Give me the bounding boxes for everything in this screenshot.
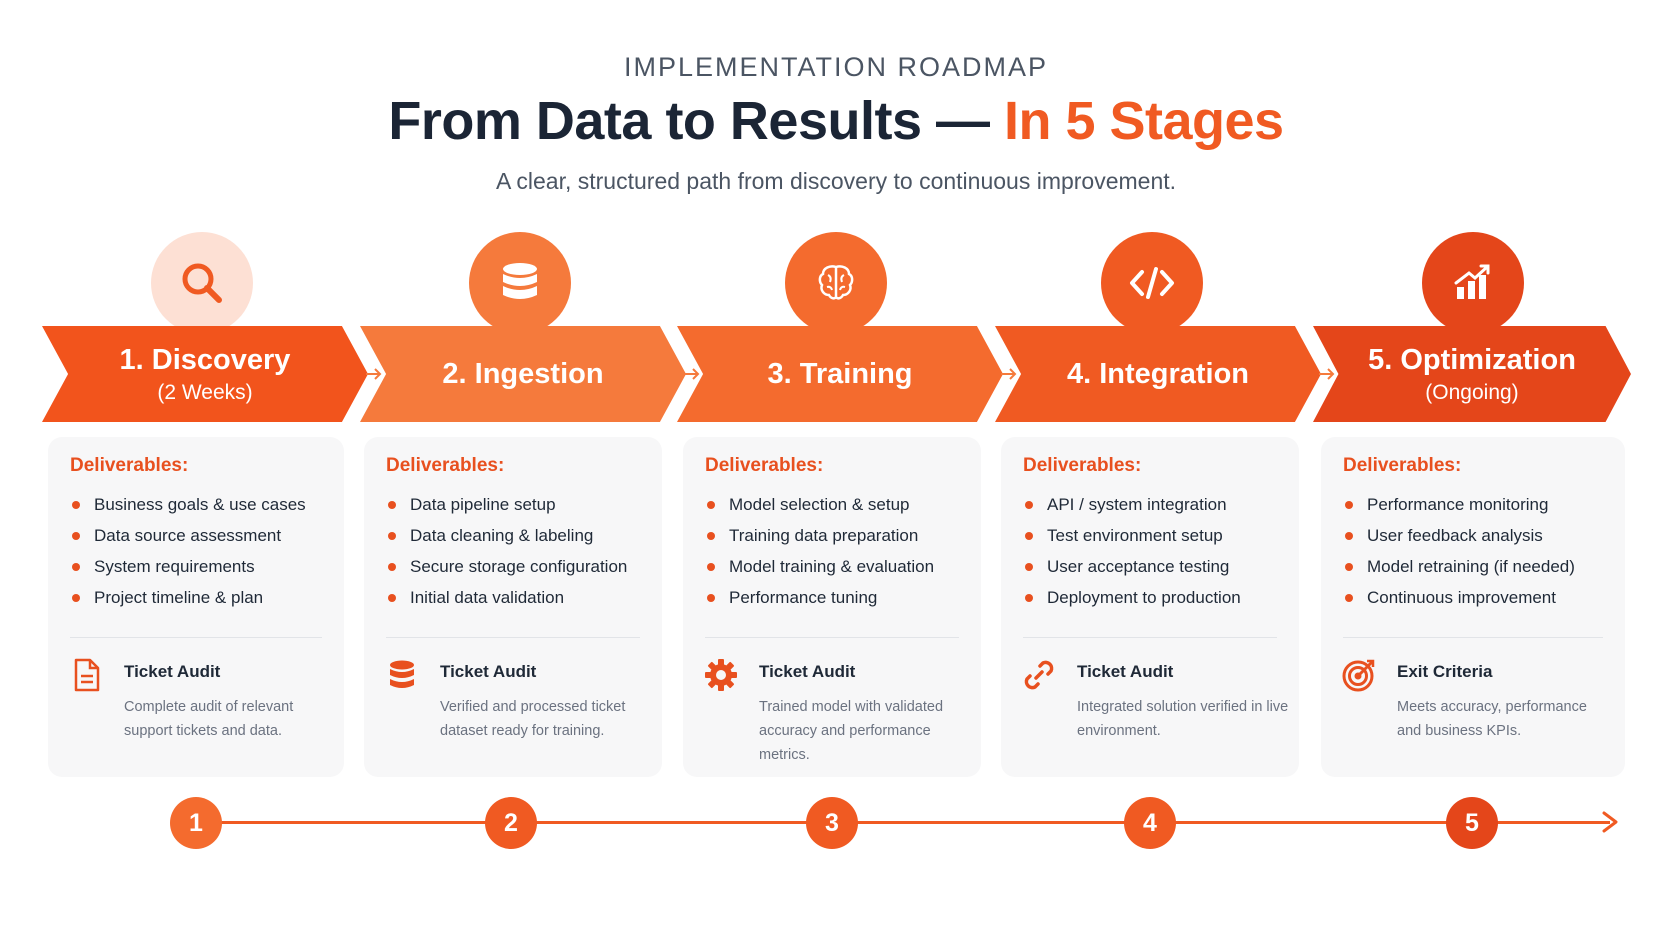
list-item: User acceptance testing [1023, 551, 1277, 582]
stage-2-card: Deliverables: Data pipeline setup Data c… [364, 437, 662, 777]
list-item: Data cleaning & labeling [386, 520, 640, 551]
link-icon [1021, 657, 1057, 693]
footer-description: Integrated solution verified in live env… [1077, 699, 1289, 739]
list-item: Project timeline & plan [70, 582, 322, 613]
footer-description: Meets accuracy, performance and business… [1397, 699, 1587, 739]
divider [70, 637, 322, 638]
stage-3-title: 3. Training [767, 357, 913, 390]
database-icon [469, 232, 571, 334]
deliverables-list: Performance monitoring User feedback ana… [1343, 489, 1603, 613]
target-icon [1341, 657, 1377, 693]
timeline-step: 3 [806, 797, 858, 849]
page-title: From Data to Results — In 5 Stages [0, 90, 1672, 152]
list-item: Training data preparation [705, 520, 959, 551]
footer-title: Ticket Audit [440, 662, 537, 681]
divider [386, 637, 640, 638]
footer-title: Ticket Audit [124, 662, 221, 681]
title-accent: In 5 Stages [1003, 91, 1284, 151]
stage-3-chevron: 3. Training [677, 326, 1003, 422]
footer-description: Verified and processed ticket dataset re… [440, 699, 626, 739]
list-item: Model selection & setup [705, 489, 959, 520]
list-item: Model retraining (if needed) [1343, 551, 1603, 582]
list-item: System requirements [70, 551, 322, 582]
list-item: Secure storage configuration [386, 551, 640, 582]
stage-2-title: 2. Ingestion [442, 357, 604, 390]
chevron-right-icon [364, 364, 384, 384]
list-item: Data pipeline setup [386, 489, 640, 520]
document-icon [68, 657, 104, 693]
chevron-right-icon [1317, 364, 1337, 384]
deliverables-label: Deliverables: [1023, 455, 1142, 476]
deliverables-list: API / system integration Test environmen… [1023, 489, 1277, 613]
list-item: Model training & evaluation [705, 551, 959, 582]
stage-5-card: Deliverables: Performance monitoring Use… [1321, 437, 1625, 777]
stage-1-chevron: 1. Discovery (2 Weeks) [42, 326, 368, 422]
footer-title: Ticket Audit [759, 662, 856, 681]
list-item: Performance monitoring [1343, 489, 1603, 520]
divider [1023, 637, 1277, 638]
eyebrow-label: IMPLEMENTATION ROADMAP [623, 52, 1049, 82]
deliverables-list: Data pipeline setup Data cleaning & labe… [386, 489, 640, 613]
divider [705, 637, 959, 638]
page-subtitle: A clear, structured path from discovery … [495, 168, 1177, 194]
title-main: From Data to Results — [388, 91, 1004, 151]
stage-2-chevron: 2. Ingestion [360, 326, 686, 422]
code-icon [1101, 232, 1203, 334]
stage-5-title: 5. Optimization [1368, 343, 1576, 376]
timeline-line [210, 821, 1610, 824]
timeline-step: 5 [1446, 797, 1498, 849]
stage-5-subtitle: (Ongoing) [1425, 380, 1519, 404]
chevron-right-icon [682, 364, 702, 384]
deliverables-list: Business goals & use cases Data source a… [70, 489, 322, 613]
deliverables-label: Deliverables: [705, 455, 824, 476]
stage-3-card: Deliverables: Model selection & setup Tr… [683, 437, 981, 777]
list-item: Performance tuning [705, 582, 959, 613]
deliverables-label: Deliverables: [1343, 455, 1462, 476]
list-item: Deployment to production [1023, 582, 1277, 613]
chevron-right-icon [999, 364, 1019, 384]
deliverables-list: Model selection & setup Training data pr… [705, 489, 959, 613]
gear-icon [703, 657, 739, 693]
list-item: Business goals & use cases [70, 489, 322, 520]
brain-icon [785, 232, 887, 334]
stage-4-chevron: 4. Integration [995, 326, 1321, 422]
timeline-step: 4 [1124, 797, 1176, 849]
list-item: Initial data validation [386, 582, 640, 613]
stage-1-card: Deliverables: Business goals & use cases… [48, 437, 344, 777]
list-item: Continuous improvement [1343, 582, 1603, 613]
footer-description: Trained model with validated accuracy an… [759, 699, 944, 763]
list-item: API / system integration [1023, 489, 1277, 520]
deliverables-label: Deliverables: [70, 455, 189, 476]
footer-title: Ticket Audit [1077, 662, 1174, 681]
stage-4-title: 4. Integration [1066, 357, 1250, 390]
growth-chart-icon [1422, 232, 1524, 334]
arrow-right-icon [1602, 811, 1618, 833]
list-item: User feedback analysis [1343, 520, 1603, 551]
stage-1-title: 1. Discovery [119, 343, 291, 376]
timeline-step: 2 [485, 797, 537, 849]
timeline-step: 1 [170, 797, 222, 849]
stage-5-chevron: 5. Optimization (Ongoing) [1313, 326, 1631, 422]
list-item: Test environment setup [1023, 520, 1277, 551]
footer-description: Complete audit of relevant support ticke… [124, 699, 294, 739]
search-icon [151, 232, 253, 334]
stage-4-card: Deliverables: API / system integration T… [1001, 437, 1299, 777]
database-icon [384, 657, 420, 693]
deliverables-label: Deliverables: [386, 455, 505, 476]
stage-1-subtitle: (2 Weeks) [157, 380, 253, 404]
divider [1343, 637, 1603, 638]
list-item: Data source assessment [70, 520, 322, 551]
footer-title: Exit Criteria [1397, 662, 1493, 681]
